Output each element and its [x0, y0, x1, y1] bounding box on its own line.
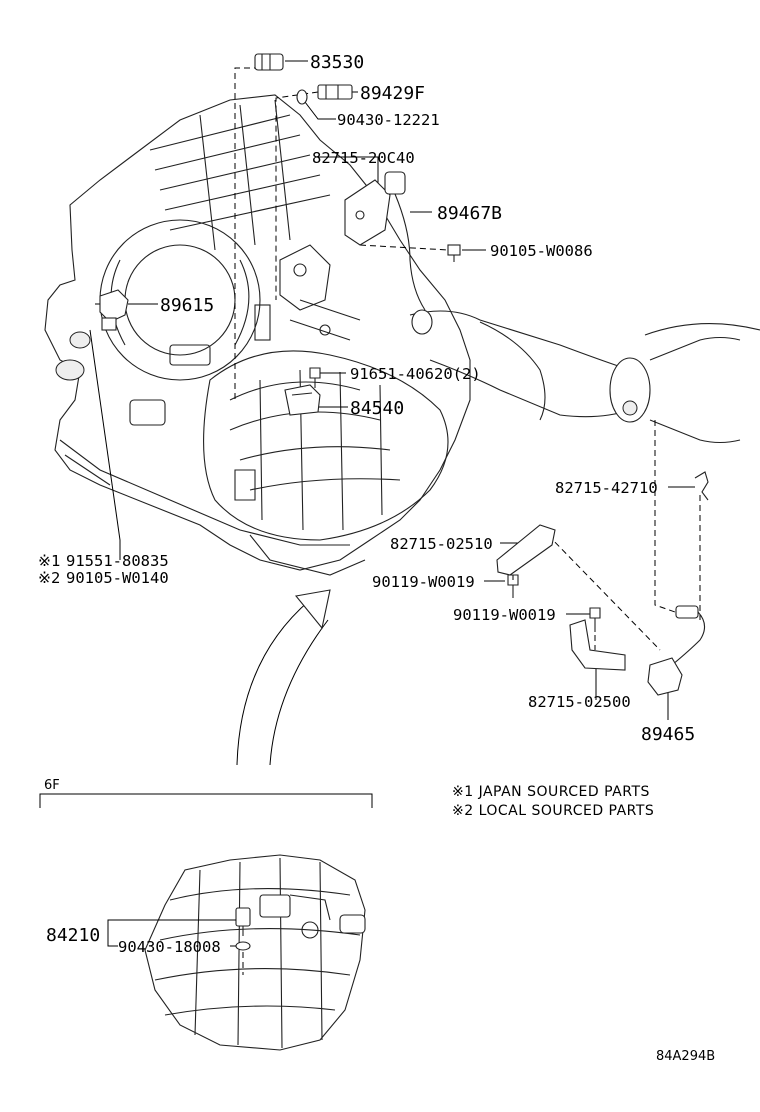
legend-note-local: ※2 LOCAL SOURCED PARTS — [452, 803, 654, 819]
label-82715-02500: 82715-02500 — [528, 693, 631, 711]
label-89465: 89465 — [641, 724, 695, 745]
sourcing-legend: ※1 JAPAN SOURCED PARTS ※2 LOCAL SOURCED … — [452, 784, 654, 819]
legend-note-japan: ※1 JAPAN SOURCED PARTS — [452, 784, 650, 800]
label-91551-80835: 91551-80835 — [66, 552, 169, 570]
gasket-90430-12221 — [296, 89, 308, 105]
label-90105-w0086: 90105-W0086 — [490, 242, 593, 260]
6f-transaxle-illustration — [144, 854, 366, 1051]
label-82715-20c40: 82715-20C40 — [312, 149, 415, 167]
6f-section: 6F — [39, 778, 373, 1051]
label-84540: 84540 — [350, 398, 404, 419]
label-84210: 84210 — [46, 925, 100, 946]
section-label-6f: 6F — [44, 778, 60, 793]
bolt-90119-w0019-upper — [507, 574, 519, 598]
knock-sensor-89615 — [99, 289, 129, 331]
bracket-82715-02500 — [569, 619, 626, 671]
transaxle-assembly-illustration — [44, 94, 471, 576]
bolt-90119-w0019-lower — [589, 607, 601, 632]
sensor-89429f — [317, 84, 353, 100]
gasket-90430-18008 — [235, 941, 251, 951]
label-89429f: 89429F — [360, 83, 425, 104]
mark-1: ※1 — [38, 552, 60, 570]
label-82715-42710: 82715-42710 — [555, 479, 658, 497]
label-91651-40620: 91651-40620(2) — [350, 365, 481, 383]
bracket-82715-02510 — [496, 524, 556, 576]
label-90430-18008: 90430-18008 — [118, 938, 221, 956]
oil-pressure-switch-83530 — [254, 53, 284, 71]
diagram-code: 84A294B — [656, 1049, 715, 1064]
mark-2: ※2 — [38, 569, 60, 587]
label-83530: 83530 — [310, 52, 364, 73]
label-89467b: 89467B — [437, 203, 502, 224]
bolt-90105-w0086 — [447, 244, 461, 262]
label-90119-w0019-upper: 90119-W0019 — [372, 573, 475, 591]
oxygen-sensor-89467b — [384, 171, 433, 335]
neutral-start-switch-84540 — [284, 384, 321, 416]
label-82715-02510: 82715-02510 — [390, 535, 493, 553]
back-up-lamp-switch-84210 — [235, 907, 251, 936]
bolt-91651-40620 — [309, 367, 321, 388]
exhaust-pipe-illustration — [409, 310, 760, 444]
label-90105-w0140: 90105-W0140 — [66, 569, 169, 587]
part-icons — [99, 53, 709, 696]
bracket-82715-20c40 — [344, 179, 391, 246]
oxygen-sensor-89465 — [647, 605, 706, 696]
label-90430-12221: 90430-12221 — [337, 111, 440, 129]
clamp-82715-42710 — [694, 471, 709, 501]
label-90119-w0019-lower: 90119-W0019 — [453, 606, 556, 624]
part-number-labels: 83530 89429F 90430-12221 82715-20C40 894… — [38, 52, 695, 956]
label-89615: 89615 — [160, 295, 214, 316]
